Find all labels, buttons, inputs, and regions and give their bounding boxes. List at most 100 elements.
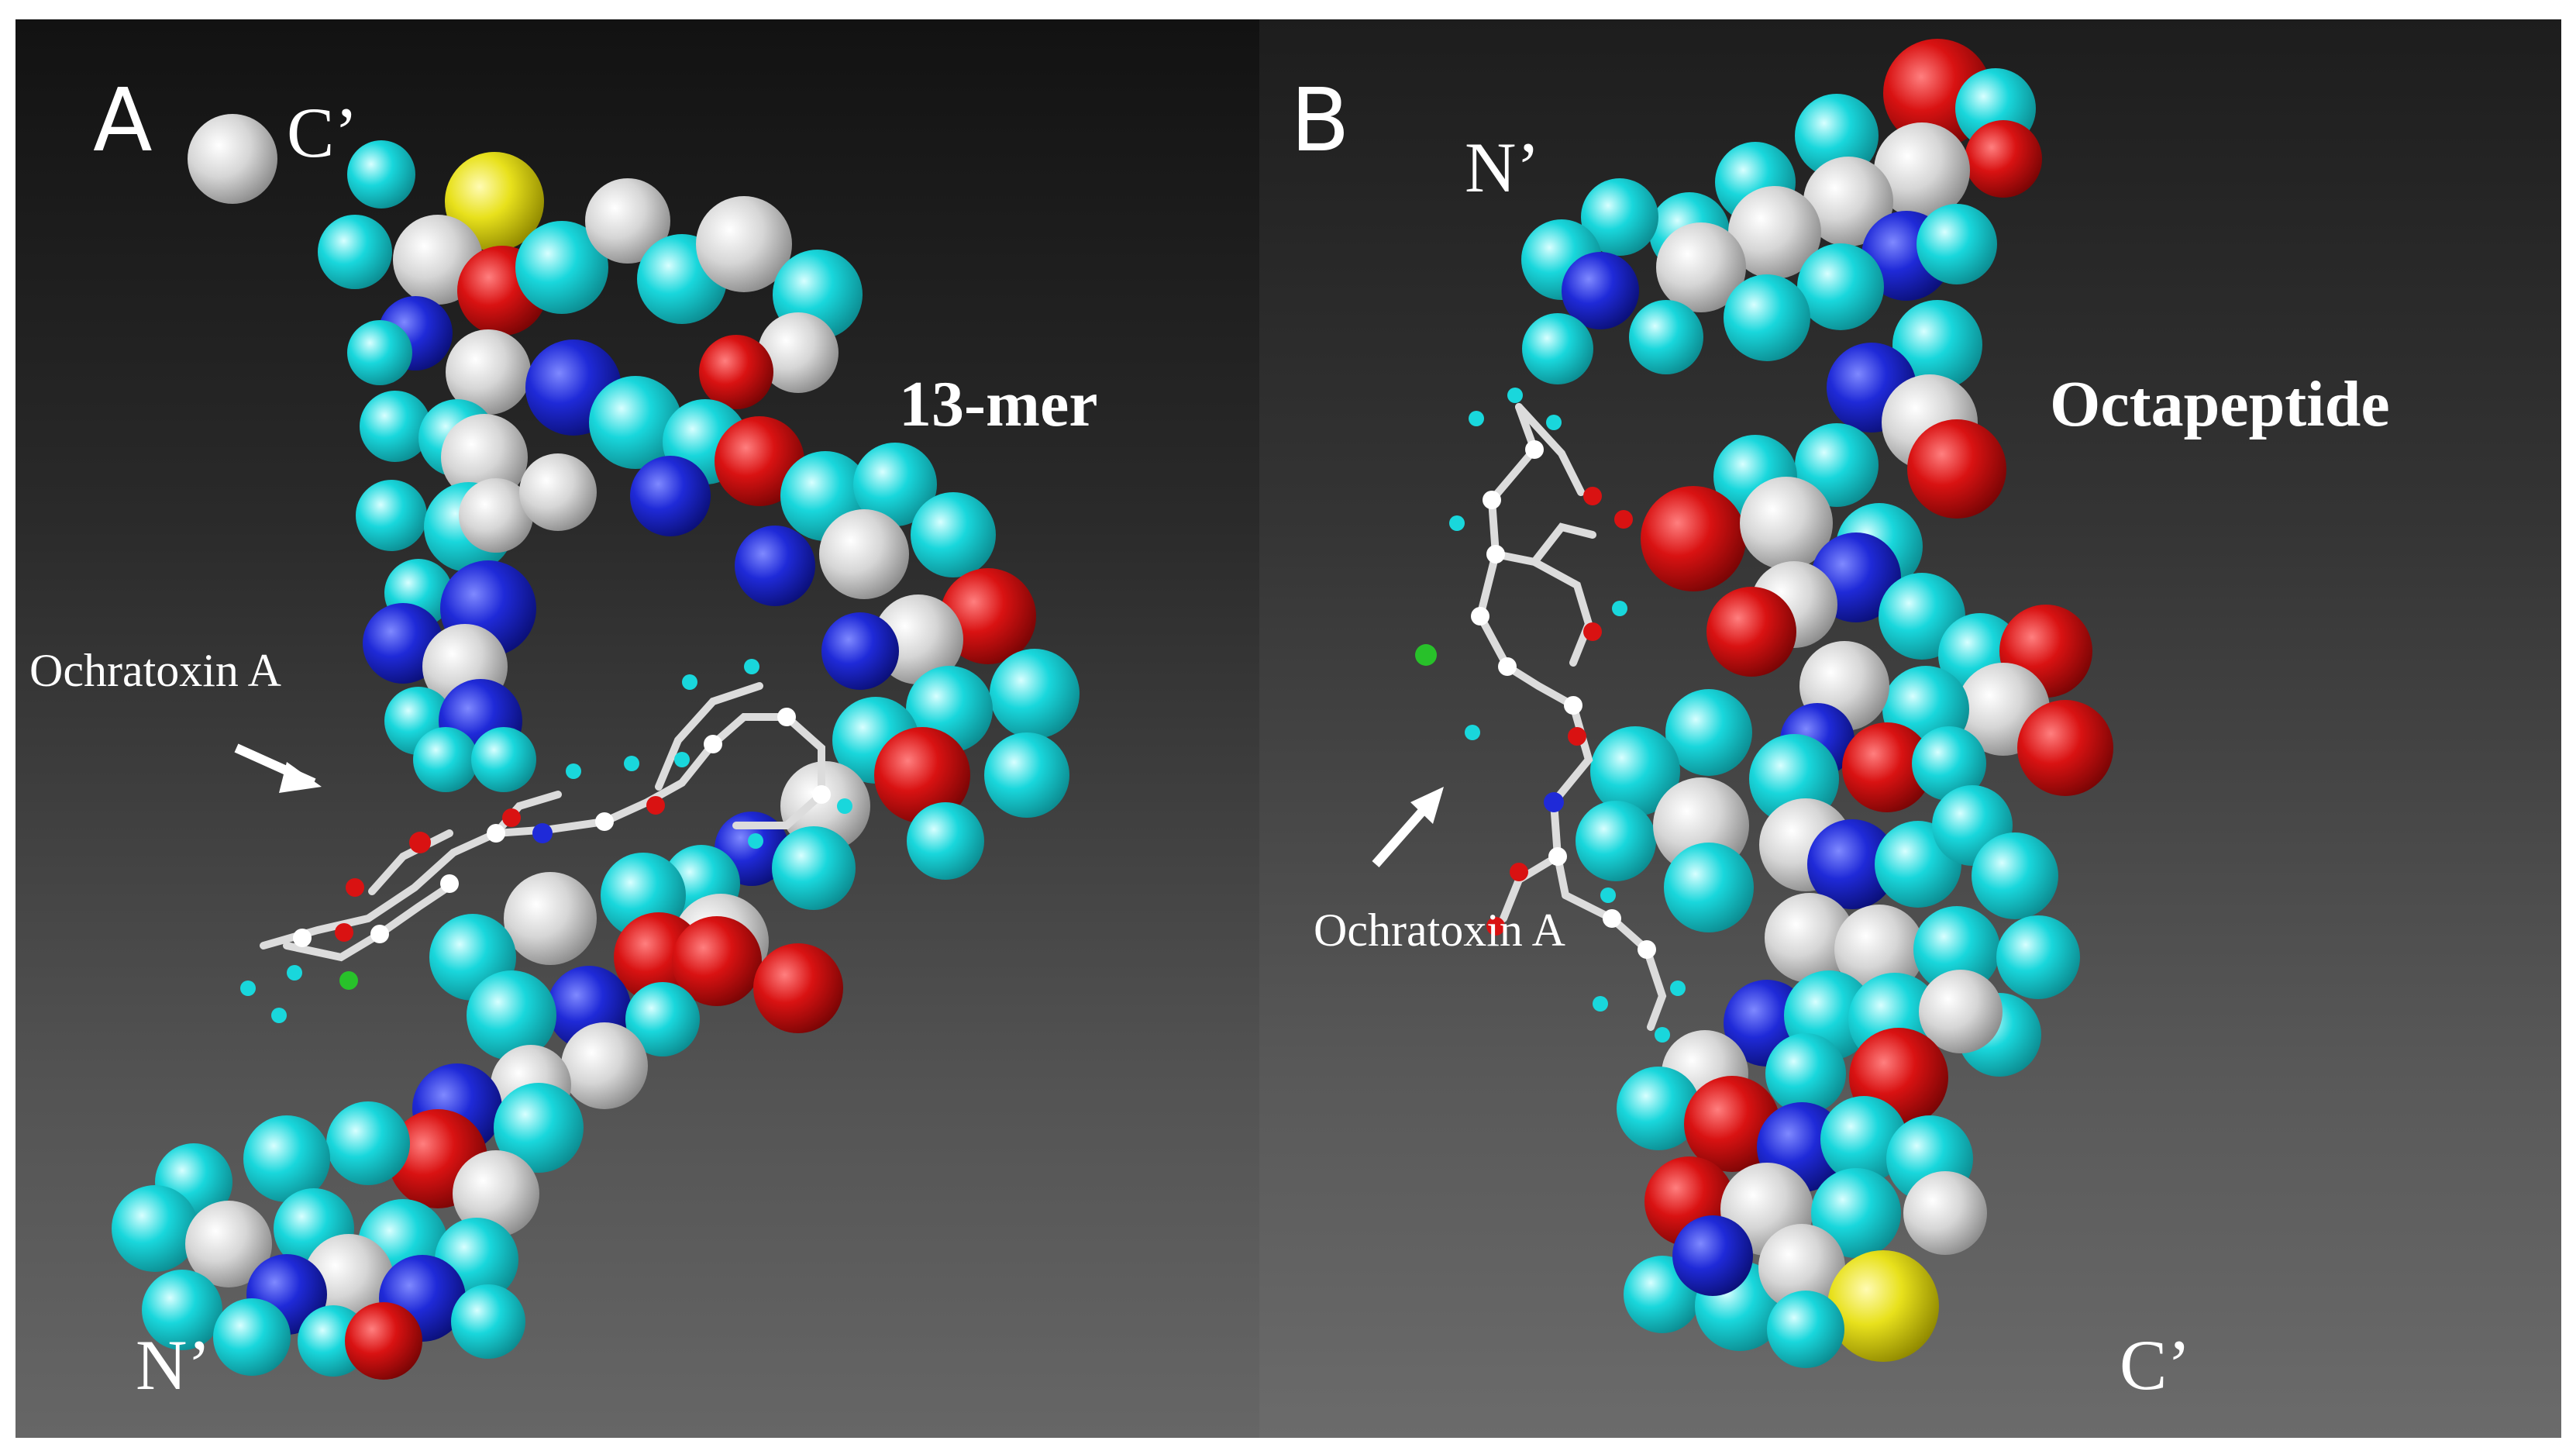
panel-a-molecule [112, 114, 1080, 1380]
atom-sphere [772, 826, 856, 910]
atom-sphere [1672, 1215, 1753, 1296]
atom-sphere [1728, 186, 1821, 279]
atom-sphere [1811, 1168, 1901, 1258]
panel-a-title: 13-mer [899, 368, 1098, 440]
panel-a: A C’ 13-mer Ochratoxin A N’ [15, 19, 1259, 1438]
atom-sphere [990, 649, 1080, 739]
atom-sphere [360, 391, 431, 462]
atom-sphere [318, 215, 392, 289]
atom-sphere [1874, 122, 1970, 219]
panel-a-arrow [234, 743, 322, 793]
atom-sphere [1797, 243, 1884, 330]
atom-sphere [561, 1022, 648, 1109]
atom-sphere [1576, 801, 1656, 881]
atom-sphere [1913, 906, 2000, 993]
atom-sphere [1795, 423, 1879, 507]
atom-sphere [1629, 300, 1703, 374]
atom-sphere [1724, 274, 1810, 361]
atom-sphere [1907, 419, 2006, 519]
atom-sphere [504, 872, 597, 965]
panel-a-ochratoxin-label: Ochratoxin A [29, 645, 281, 696]
atom-sphere [853, 443, 937, 526]
atom-sphere [940, 568, 1036, 664]
panel-b-c-terminus-label: C’ [2120, 1325, 2191, 1404]
atom-sphere [984, 732, 1069, 818]
panel-b-letter: B [1290, 71, 1350, 171]
atom-sphere [413, 727, 478, 792]
atom-sphere [451, 1284, 525, 1359]
atom-sphere [735, 526, 815, 606]
atom-sphere [142, 1270, 222, 1350]
atom-sphere [1912, 726, 1986, 801]
atom-sphere [907, 802, 984, 880]
atom-sphere [112, 1185, 198, 1272]
atom-sphere [1892, 300, 1982, 390]
atom-sphere [1820, 1096, 1907, 1183]
panel-b-arrow [1372, 787, 1444, 867]
atom-sphere [699, 335, 773, 409]
atom-sphere [453, 1150, 539, 1237]
atom-sphere [446, 329, 531, 415]
atom-sphere [1917, 204, 1997, 284]
atom-sphere [1965, 120, 2042, 198]
atom-sphere [347, 140, 415, 209]
atom-sphere [445, 152, 544, 251]
atom-sphere [347, 320, 412, 385]
panel-b-space-filling-peptide [1521, 39, 2113, 1368]
panel-a-ligand [240, 659, 852, 1023]
atom-sphere [1972, 832, 2058, 919]
atom-sphere [459, 478, 533, 553]
atom-sphere [471, 727, 536, 792]
atom-sphere [1758, 1224, 1845, 1311]
atom-sphere [1765, 893, 1855, 983]
atom-sphere [821, 612, 899, 690]
atom-sphere [1617, 1067, 1700, 1150]
atom-sphere [326, 1101, 410, 1185]
atom-sphere [874, 727, 970, 823]
atom-sphere [1590, 726, 1680, 816]
atom-sphere [715, 416, 804, 506]
atom-sphere [1656, 222, 1746, 312]
atom-sphere [1740, 477, 1833, 570]
atom-sphere [1765, 1033, 1846, 1114]
atom-sphere [213, 1298, 291, 1376]
atom-sphere [185, 1201, 272, 1287]
atom-sphere [589, 376, 682, 469]
panel-b-title: Octapeptide [2050, 368, 2390, 440]
panel-a-c-terminus-label: C’ [287, 93, 358, 172]
atom-sphere [1827, 1250, 1939, 1362]
atom-sphere [1684, 1076, 1780, 1172]
atom-sphere [819, 509, 909, 599]
atom-sphere [1903, 1171, 1987, 1255]
atom-sphere [345, 1302, 422, 1380]
atom-sphere [1807, 819, 1897, 909]
atom-sphere [1665, 689, 1752, 776]
atom-sphere [1795, 94, 1879, 177]
panel-b-ochratoxin-label: Ochratoxin A [1314, 905, 1565, 956]
panel-a-letter: A [93, 71, 153, 171]
atom-sphere [356, 480, 427, 551]
atom-sphere [494, 1083, 584, 1173]
atom-sphere [696, 196, 792, 292]
panel-b-molecule [1372, 39, 2113, 1368]
atom-sphere [630, 456, 711, 536]
atom-sphere [1562, 252, 1639, 329]
atom-sphere [1834, 905, 1924, 994]
atom-sphere [188, 114, 277, 204]
atom-sphere [585, 178, 670, 264]
atom-sphere [1842, 722, 1932, 812]
atom-sphere [1803, 157, 1893, 246]
panel-b-ligand [1415, 388, 1686, 1043]
atom-sphere [1522, 313, 1593, 384]
panel-a-space-filling-peptide [112, 114, 1080, 1380]
atom-sphere [1664, 843, 1754, 932]
atom-sphere [243, 1115, 330, 1202]
atom-sphere [1706, 587, 1796, 677]
atom-sphere [1641, 486, 1746, 591]
atom-sphere [911, 492, 996, 577]
panel-a-n-terminus-label: N’ [136, 1325, 212, 1404]
atom-sphere [672, 916, 762, 1006]
atom-sphere [1919, 970, 2003, 1053]
atom-sphere [1767, 1291, 1844, 1368]
atom-sphere [515, 221, 608, 314]
